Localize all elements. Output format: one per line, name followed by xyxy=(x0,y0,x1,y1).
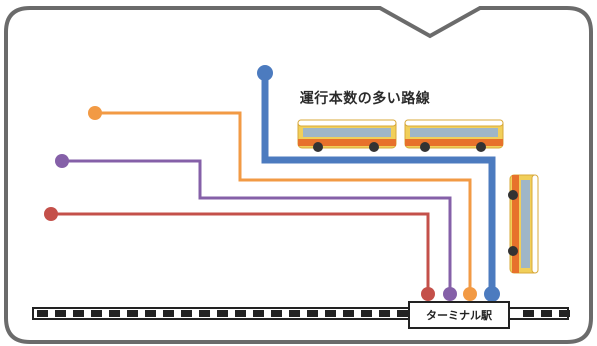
track-tie xyxy=(559,310,570,317)
route-line-purple xyxy=(62,159,452,294)
track-tie xyxy=(235,310,246,317)
route-start-blue xyxy=(257,65,273,81)
bubble-frame xyxy=(4,6,593,344)
track-tie xyxy=(55,310,66,317)
track-tie xyxy=(253,310,264,317)
route-line-orange xyxy=(95,111,472,294)
track-tie xyxy=(217,310,228,317)
bus-icon xyxy=(508,174,539,274)
track-tie xyxy=(163,310,174,317)
routes xyxy=(44,65,500,302)
track-ties xyxy=(37,310,570,317)
track-tie xyxy=(541,310,552,317)
route-end-purple xyxy=(443,287,457,301)
track-tie xyxy=(37,310,48,317)
railway-track xyxy=(32,307,570,320)
track-tie xyxy=(109,310,120,317)
route-end-orange xyxy=(463,287,477,301)
terminal-station-label: ターミナル駅 xyxy=(408,301,510,329)
route-start-orange xyxy=(88,106,102,120)
heading-label: 運行本数の多い路線 xyxy=(299,91,431,107)
track-tie xyxy=(325,310,336,317)
route-line-blue xyxy=(261,73,496,294)
bus-icon xyxy=(297,119,397,152)
track-tie xyxy=(343,310,354,317)
route-end-blue xyxy=(484,286,500,302)
track-tie xyxy=(379,310,390,317)
track-tie xyxy=(307,310,318,317)
route-start-red xyxy=(44,207,58,221)
track-tie xyxy=(145,310,156,317)
track-tie xyxy=(127,310,138,317)
bus-icon xyxy=(404,119,504,152)
route-start-purple xyxy=(55,154,69,168)
track-tie xyxy=(271,310,282,317)
track-tie xyxy=(289,310,300,317)
route-end-red xyxy=(421,287,435,301)
track-tie xyxy=(181,310,192,317)
track-tie xyxy=(199,310,210,317)
track-tie xyxy=(523,310,534,317)
track-tie xyxy=(73,310,84,317)
route-line-red xyxy=(51,212,430,294)
track-tie xyxy=(397,310,408,317)
track-tie xyxy=(91,310,102,317)
track-tie xyxy=(361,310,372,317)
